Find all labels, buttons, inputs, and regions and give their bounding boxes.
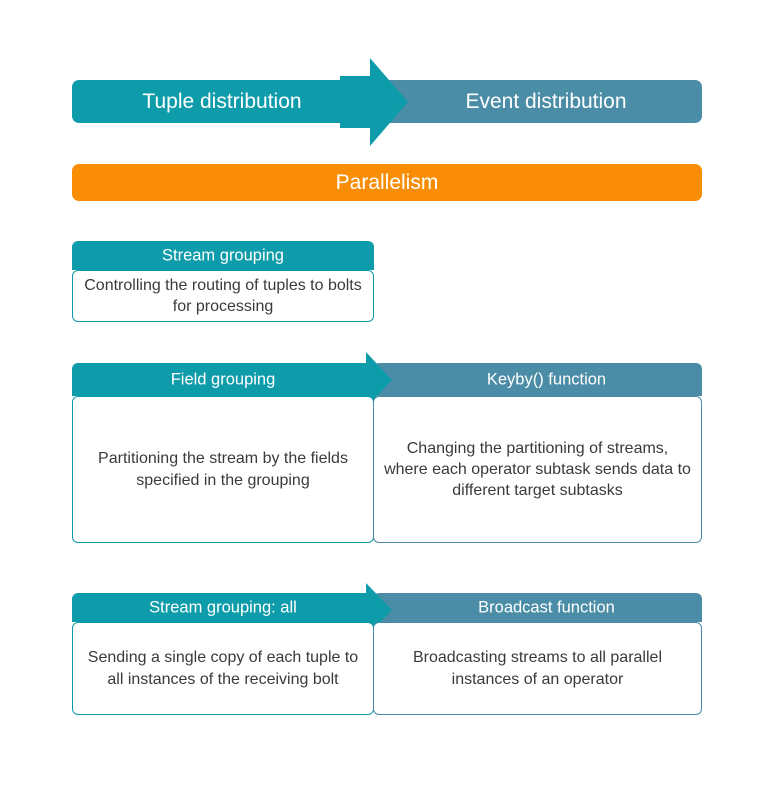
broadcast-function-header: Broadcast function — [373, 593, 702, 622]
keyby-function-header: Keyby() function — [373, 363, 702, 396]
field-grouping-header: Field grouping — [72, 363, 374, 396]
broadcast-function-body: Broadcasting streams to all parallel ins… — [373, 622, 702, 715]
stream-grouping-all-body: Sending a single copy of each tuple to a… — [72, 622, 374, 715]
tuple-distribution-label: Tuple distribution — [142, 89, 302, 113]
event-distribution-bar: Event distribution — [372, 80, 702, 123]
field-grouping-header-label: Field grouping — [170, 370, 276, 388]
stream-grouping-body-text: Controlling the routing of tuples to bol… — [84, 276, 362, 315]
stream-grouping-header-label: Stream grouping — [162, 246, 284, 264]
parallelism-bar: Parallelism — [72, 164, 702, 201]
tuple-distribution-bar: Tuple distribution — [72, 80, 372, 123]
keyby-function-body: Changing the partitioning of streams, wh… — [373, 396, 702, 543]
stream-grouping-all-body-text: Sending a single copy of each tuple to a… — [87, 649, 359, 688]
broadcast-function-body-text: Broadcasting streams to all parallel ins… — [412, 649, 662, 688]
keyby-function-header-label: Keyby() function — [486, 370, 607, 388]
stream-grouping-header: Stream grouping — [72, 241, 374, 270]
field-grouping-body-text: Partitioning the stream by the fields sp… — [98, 450, 348, 489]
parallelism-label: Parallelism — [335, 170, 439, 194]
field-grouping-body: Partitioning the stream by the fields sp… — [72, 396, 374, 543]
broadcast-function-header-label: Broadcast function — [478, 598, 615, 616]
stream-grouping-all-header-label: Stream grouping: all — [149, 598, 297, 616]
stream-grouping-body: Controlling the routing of tuples to bol… — [72, 270, 374, 322]
stream-grouping-all-header: Stream grouping: all — [72, 593, 374, 622]
keyby-function-body-text: Changing the partitioning of streams, wh… — [384, 439, 691, 500]
event-distribution-label: Event distribution — [465, 89, 627, 113]
